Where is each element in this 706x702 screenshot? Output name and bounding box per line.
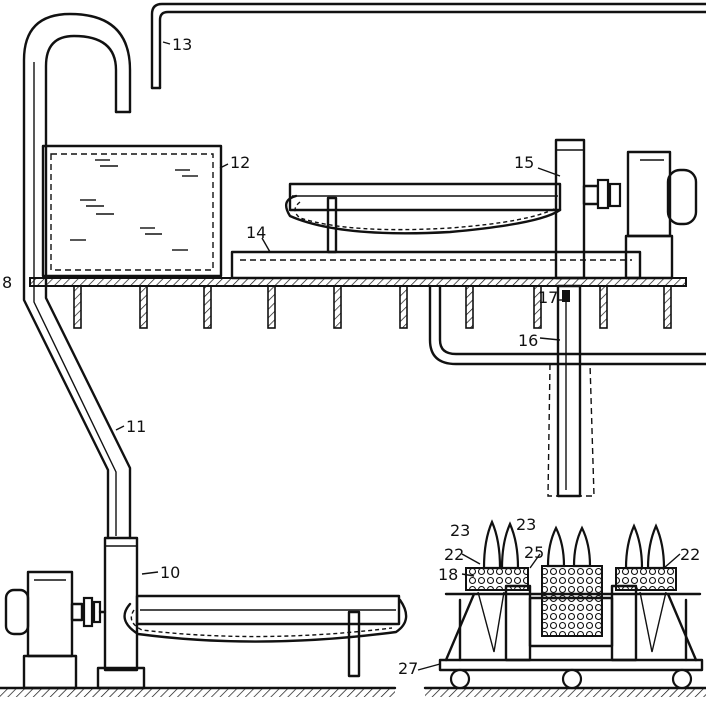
label-27: 27	[398, 659, 418, 678]
label-11: 11	[126, 417, 146, 436]
trough-14	[230, 250, 642, 280]
hooked-pipe-11	[22, 12, 132, 540]
supply-pipe-13	[150, 2, 706, 90]
leader-lines	[115, 41, 681, 671]
tank-12	[41, 144, 223, 278]
cones-23	[477, 519, 667, 653]
upright-15	[554, 138, 586, 280]
label-14: 14	[246, 223, 266, 242]
label-25: 25	[524, 543, 544, 562]
upper-conveyor	[284, 182, 562, 254]
ground-right	[423, 686, 706, 697]
discharge-pipe-16	[428, 284, 706, 498]
upper-motor	[582, 150, 698, 280]
label-22-left: 22	[444, 545, 464, 564]
label-16: 16	[518, 331, 538, 350]
platform-8	[29, 277, 687, 329]
label-15: 15	[514, 153, 534, 172]
ground-left	[0, 686, 397, 697]
label-22-right: 22	[680, 545, 700, 564]
label-23-right: 23	[516, 515, 536, 534]
label-23-left: 23	[450, 521, 470, 540]
lower-conveyor	[123, 594, 408, 678]
label-12: 12	[230, 153, 250, 172]
label-8: 8	[2, 273, 12, 292]
cart-27	[438, 565, 704, 690]
label-10: 10	[160, 563, 180, 582]
label-13: 13	[172, 35, 192, 54]
lower-motor	[4, 570, 107, 690]
label-17: 17	[538, 288, 558, 307]
label-18: 18	[438, 565, 458, 584]
